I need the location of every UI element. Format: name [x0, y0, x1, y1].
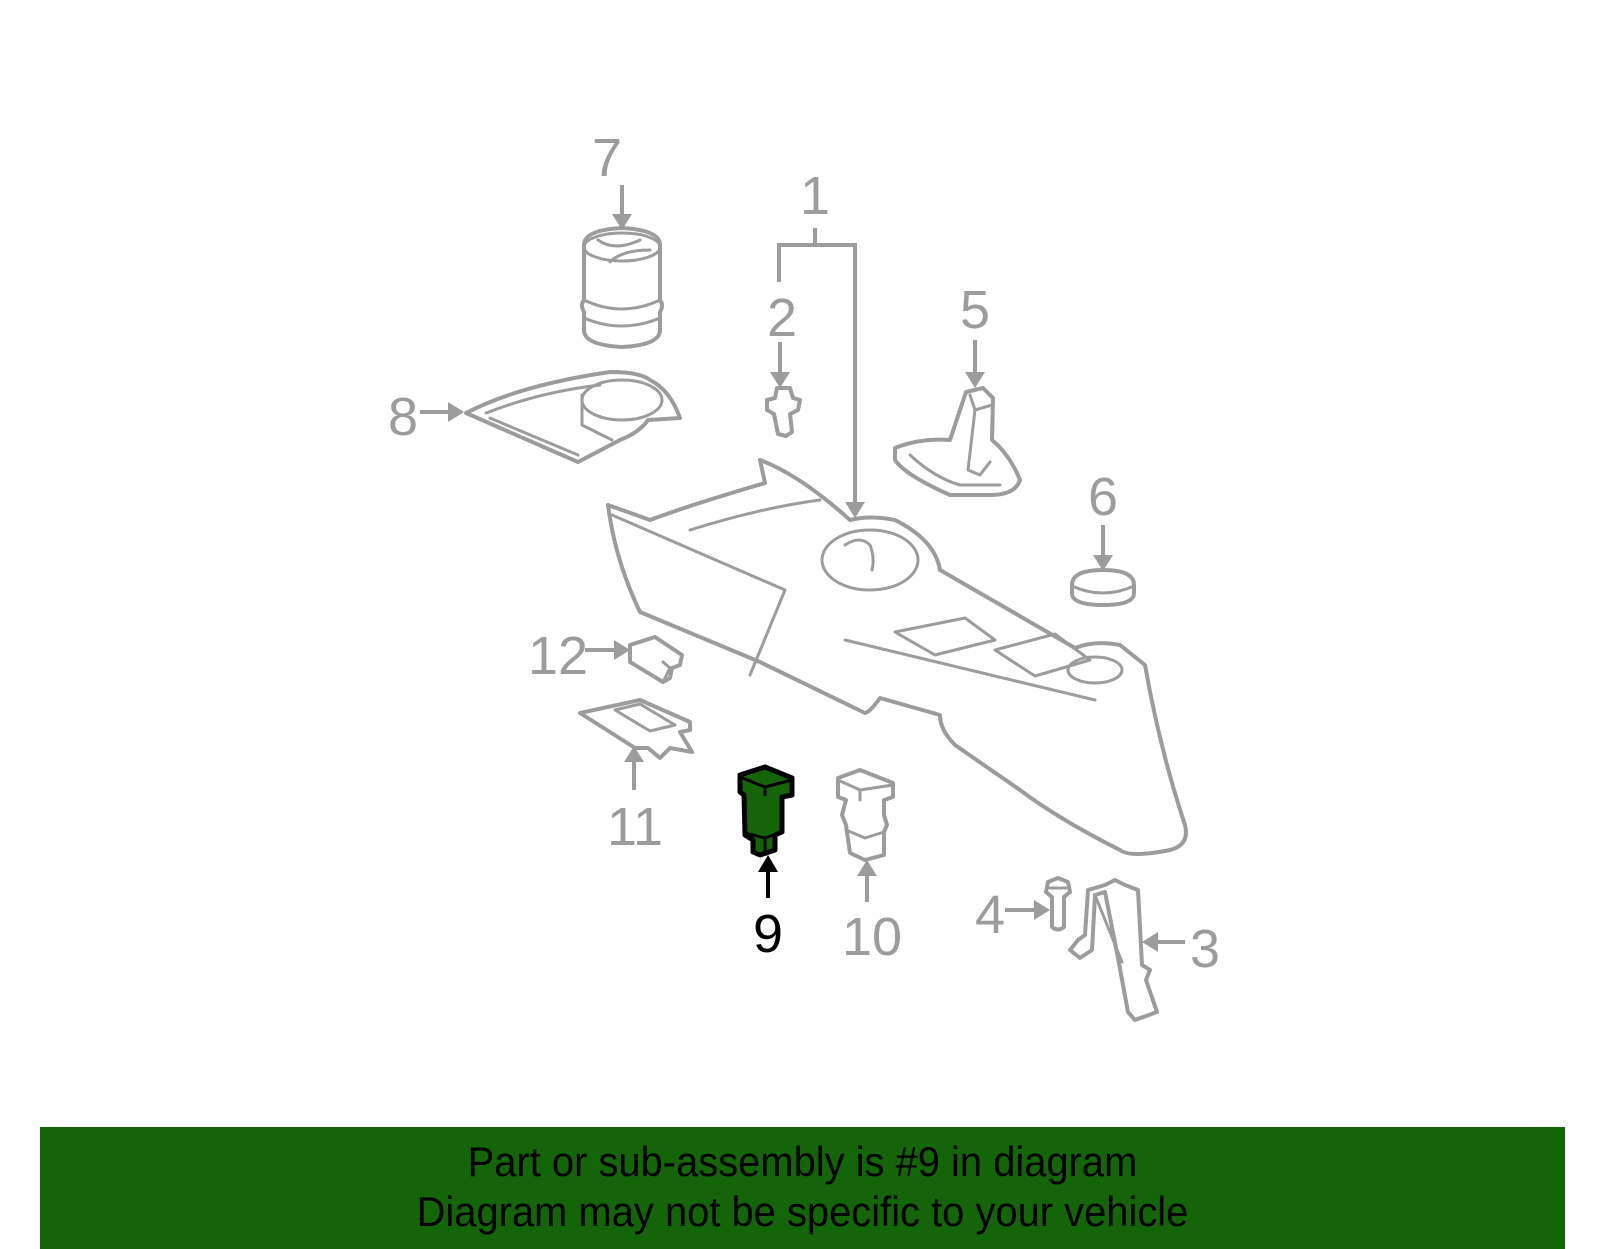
- part-9-switch[interactable]: [737, 764, 795, 858]
- banner-line-disclaimer: Diagram may not be specific to your vehi…: [416, 1188, 1189, 1235]
- part-4-bolt[interactable]: [1044, 876, 1072, 932]
- callout-5: 5: [960, 280, 990, 388]
- callout-7: 7: [592, 128, 632, 230]
- svg-text:4: 4: [975, 885, 1005, 945]
- svg-text:12: 12: [528, 626, 588, 686]
- callout-10: 10: [842, 860, 902, 967]
- svg-text:6: 6: [1088, 467, 1118, 527]
- svg-text:11: 11: [607, 797, 663, 857]
- part-12-cover[interactable]: [628, 635, 684, 684]
- part-6-cap[interactable]: [1070, 568, 1136, 607]
- part-11-panel[interactable]: [578, 698, 694, 760]
- callout-8: 8: [388, 387, 464, 447]
- svg-text:2: 2: [767, 288, 797, 348]
- part-1-console[interactable]: [606, 458, 1188, 856]
- callout-3: 3: [1142, 919, 1220, 979]
- svg-text:3: 3: [1190, 919, 1220, 979]
- svg-text:10: 10: [842, 907, 902, 967]
- part-10-switch[interactable]: [836, 768, 895, 862]
- callout-11: 11: [607, 746, 663, 857]
- svg-text:7: 7: [592, 128, 622, 188]
- part-3-bracket[interactable]: [1068, 878, 1159, 1022]
- callout-2: 2: [767, 288, 797, 388]
- part-5-shift-boot[interactable]: [893, 386, 1022, 497]
- svg-text:1: 1: [800, 166, 830, 226]
- svg-text:8: 8: [388, 387, 418, 447]
- part-2-clip[interactable]: [765, 386, 802, 438]
- part-8-cup-tray[interactable]: [464, 370, 682, 464]
- part-info-banner: Part or sub-assembly is #9 in diagram Di…: [40, 1127, 1565, 1249]
- callout-9: 9: [753, 855, 783, 964]
- part-7-cup-insert[interactable]: [580, 226, 664, 349]
- callout-6: 6: [1088, 467, 1118, 571]
- callout-12: 12: [528, 626, 630, 686]
- callout-1: 1: [777, 166, 865, 518]
- callout-4: 4: [975, 885, 1050, 945]
- svg-text:9: 9: [753, 904, 783, 964]
- banner-line-part-number: Part or sub-assembly is #9 in diagram: [467, 1138, 1138, 1185]
- svg-text:5: 5: [960, 280, 990, 340]
